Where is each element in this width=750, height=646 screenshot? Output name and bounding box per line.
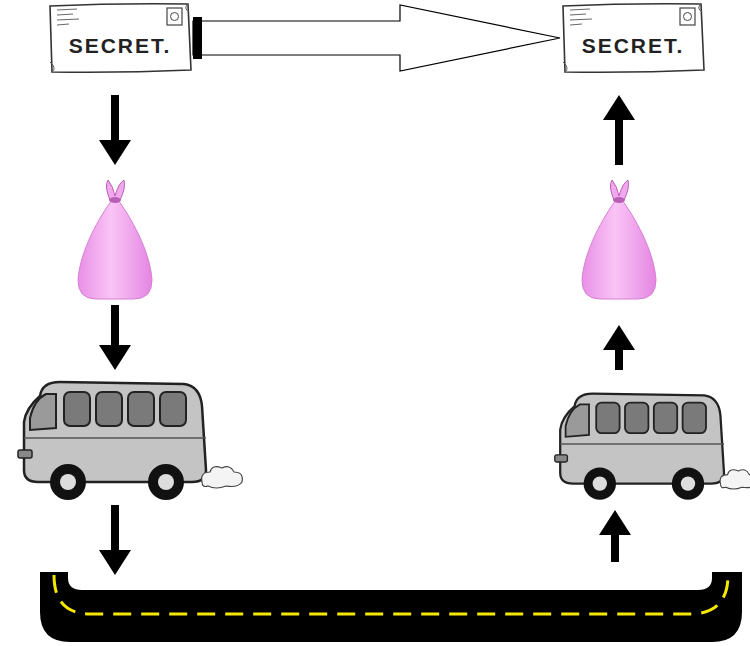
flow-arrow bbox=[603, 95, 635, 165]
letter-text: SECRET. bbox=[47, 34, 193, 58]
letter-text: SECRET. bbox=[560, 34, 706, 58]
block-arrow bbox=[193, 5, 560, 71]
bus-icon bbox=[18, 382, 242, 500]
bag-icon bbox=[582, 180, 656, 299]
flow-arrow bbox=[99, 95, 131, 165]
secret-letter: SECRET. bbox=[47, 2, 193, 74]
bus-icon bbox=[555, 394, 750, 500]
road bbox=[40, 572, 742, 642]
flow-arrow bbox=[603, 325, 635, 370]
flow-arrow bbox=[599, 510, 631, 562]
secret-letter: SECRET. bbox=[560, 2, 706, 74]
flow-arrow bbox=[99, 305, 131, 370]
bag-icon bbox=[78, 180, 152, 299]
flow-arrow bbox=[99, 505, 131, 575]
